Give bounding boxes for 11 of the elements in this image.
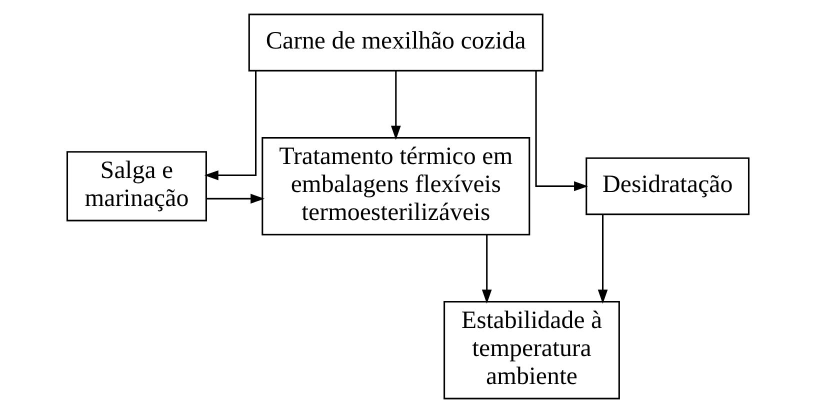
arrow: [535, 70, 588, 192]
node-box: Tratamento térmico em embalagens flexíveis termoesterilizáveis: [262, 137, 530, 236]
node-box: Estabilidade à temperatura ambiente: [444, 300, 620, 400]
node-box: Carne de mexilhão cozida: [248, 14, 544, 72]
arrow: [390, 70, 401, 140]
arrow: [206, 194, 265, 204]
arrow: [598, 214, 608, 304]
arrow: [204, 70, 257, 180]
node-box: Desidratação: [586, 157, 750, 216]
arrow: [482, 234, 492, 304]
node-box: Salga e marinação: [66, 151, 207, 222]
